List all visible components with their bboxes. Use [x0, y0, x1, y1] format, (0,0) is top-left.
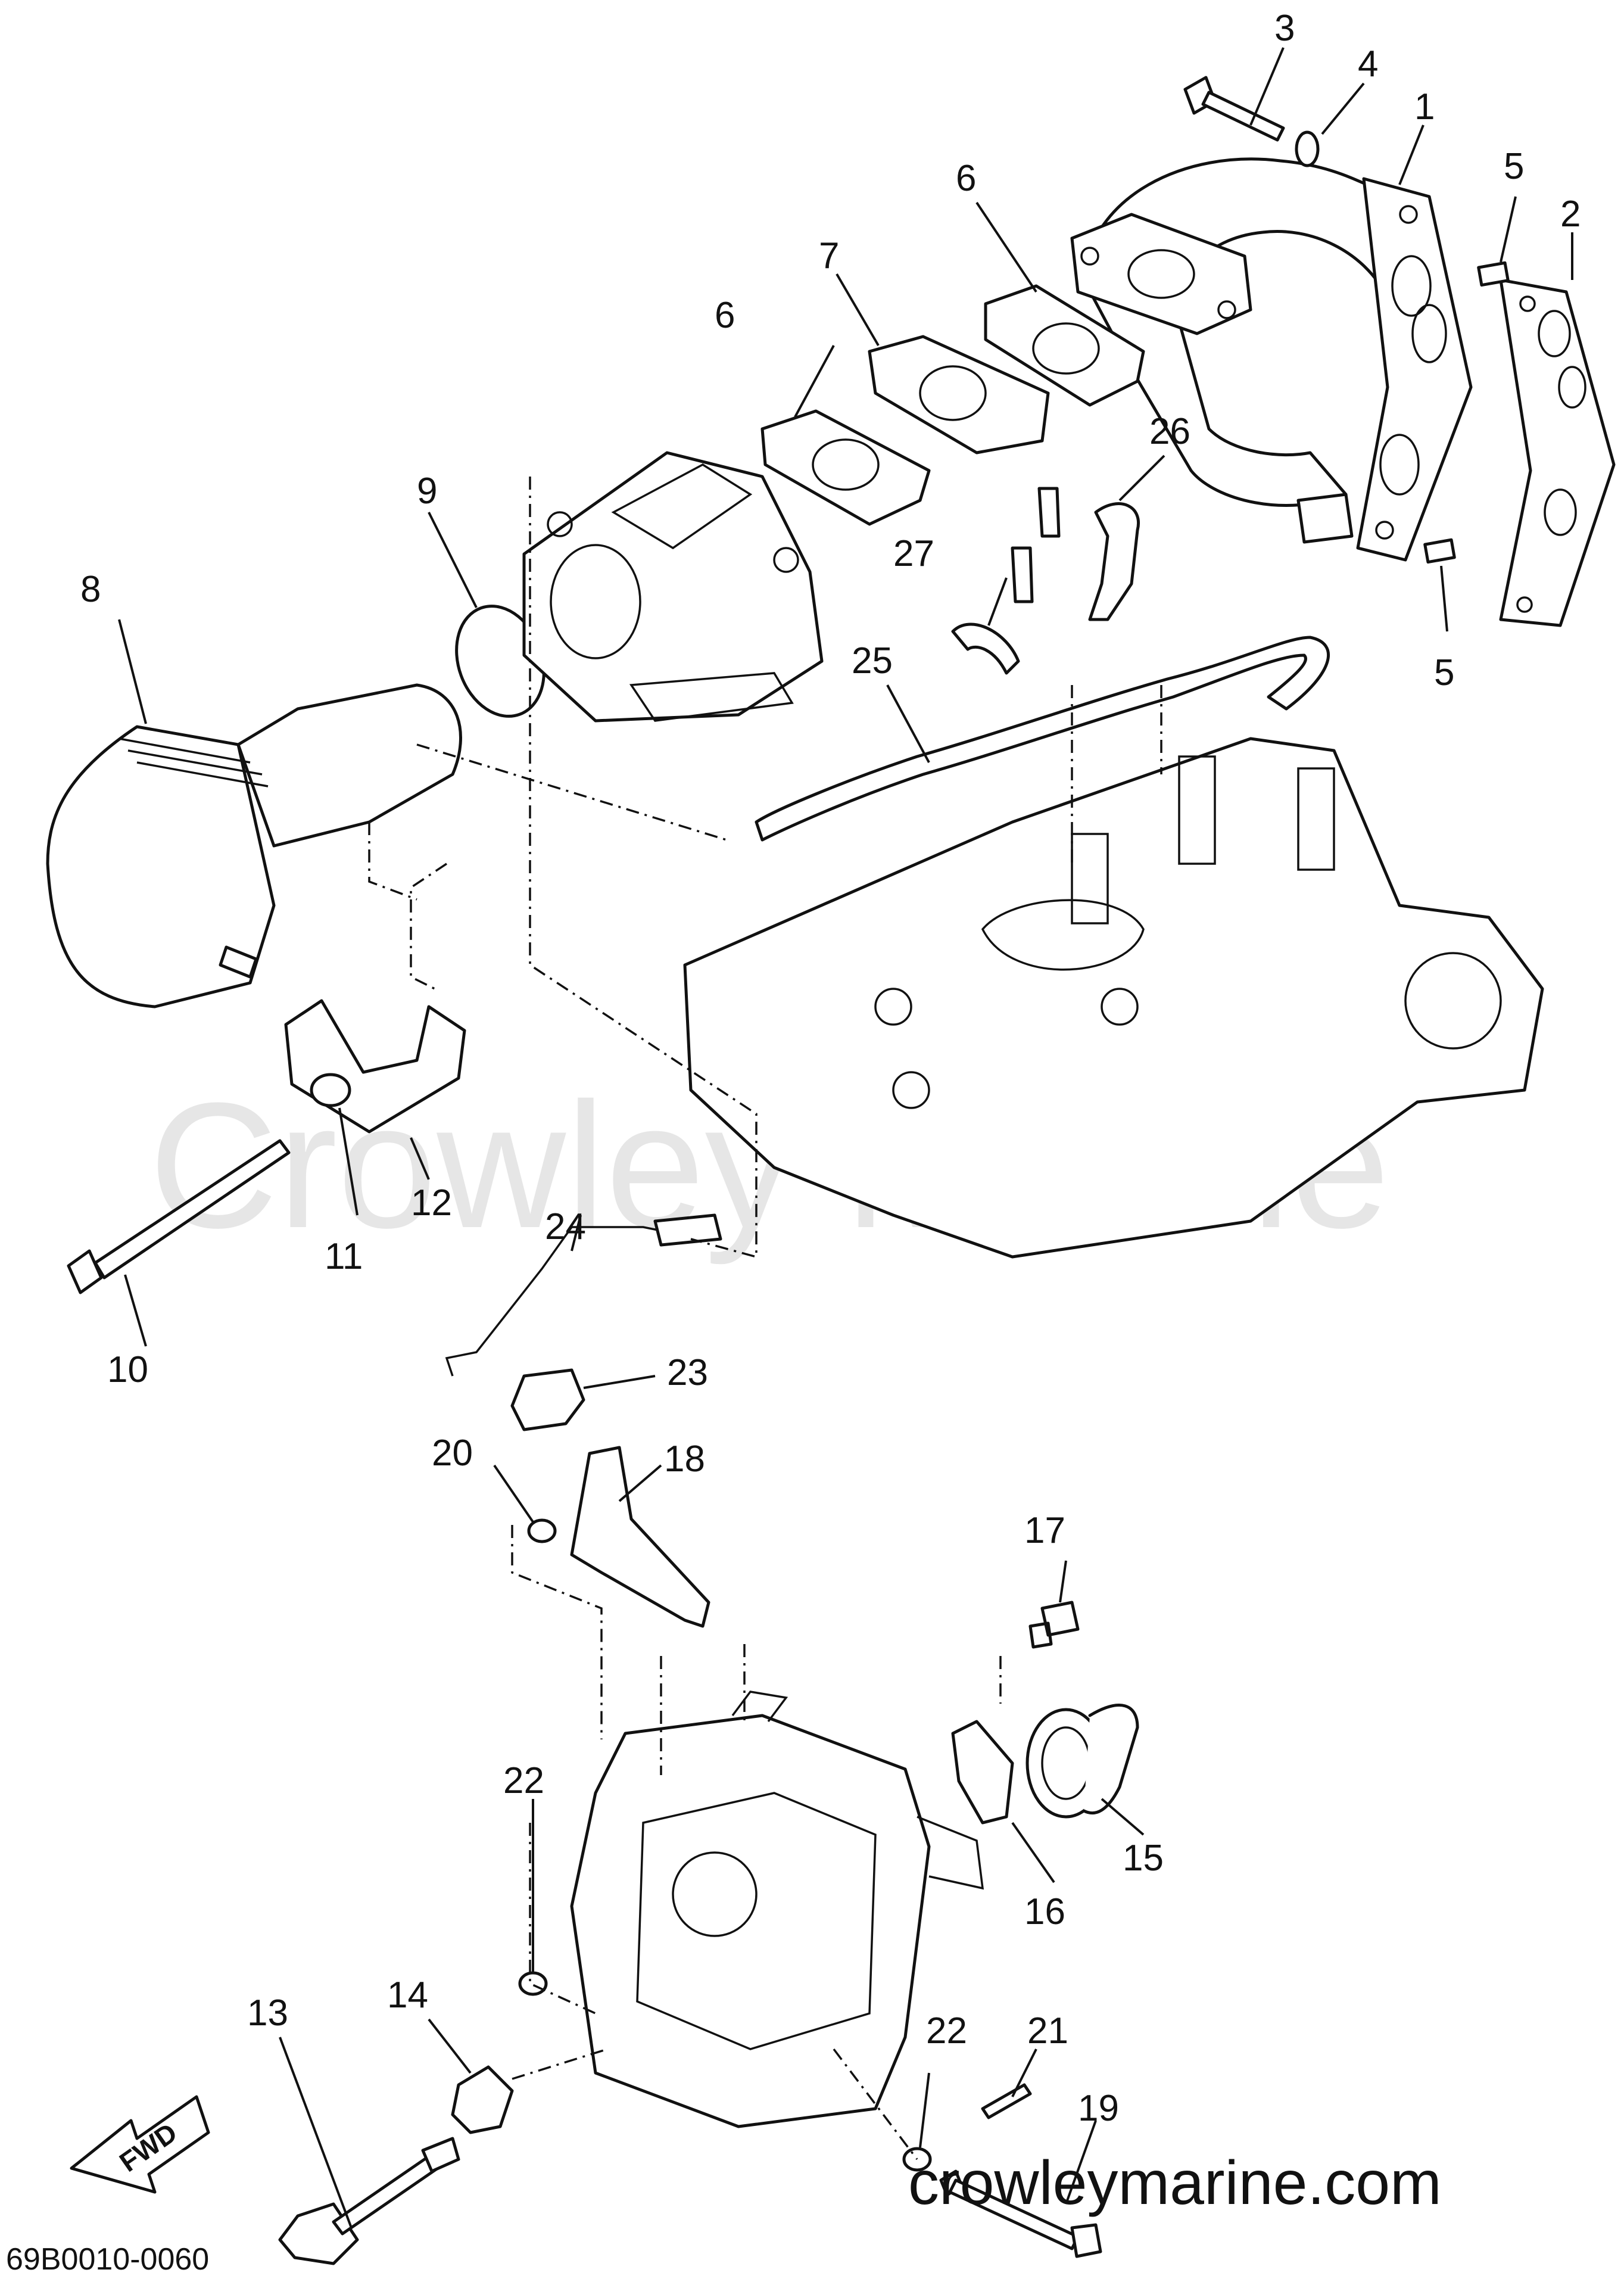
pin-21 — [981, 2083, 1032, 2119]
callout-9: 9 — [417, 471, 437, 512]
rod-clip — [510, 1368, 585, 1431]
gasket-6-upper — [984, 284, 1145, 407]
manifold-gasket — [1499, 278, 1616, 627]
callout-24: 24 — [545, 1206, 586, 1247]
fitting-gasket — [951, 1720, 1014, 1825]
callout-22a: 22 — [503, 1760, 544, 1801]
screw-17 — [1028, 1601, 1080, 1649]
callout-26: 26 — [1149, 411, 1190, 452]
callout-1: 1 — [1414, 86, 1435, 127]
alignment-lines — [368, 477, 1162, 2161]
callout-22b: 22 — [926, 2010, 967, 2051]
breather-hose — [755, 636, 1330, 842]
callout-17: 17 — [1024, 1510, 1065, 1551]
forward-direction-arrow: FWD — [70, 2095, 210, 2194]
intake-manifold — [1070, 157, 1473, 562]
carburetor — [522, 451, 824, 723]
website-label: crowleymarine.com — [908, 2149, 1442, 2218]
washer-22-upper — [518, 1971, 548, 1996]
callout-7: 7 — [819, 235, 839, 276]
callout-6a: 6 — [956, 158, 976, 199]
callout-11: 11 — [325, 1236, 363, 1277]
callout-27: 27 — [893, 533, 934, 574]
bolt-holder-upper — [1037, 487, 1061, 538]
callout-18: 18 — [664, 1439, 705, 1480]
bolt-19 — [939, 2169, 1102, 2258]
choke-knob — [278, 2137, 460, 2265]
crankcase — [683, 737, 1544, 1259]
washer-4 — [1295, 130, 1320, 167]
grommet — [310, 1073, 351, 1107]
callout-14: 14 — [387, 1975, 428, 2016]
choke-lever — [570, 1446, 710, 1628]
hose-holder — [1088, 502, 1140, 621]
dowel-pin-upper — [1477, 261, 1510, 287]
callout-25: 25 — [852, 640, 893, 681]
callout-20: 20 — [432, 1433, 473, 1474]
callout-5a: 5 — [1504, 146, 1524, 187]
choke-rod — [445, 1226, 703, 1377]
intake-fitting — [1025, 1704, 1139, 1819]
callout-15: 15 — [1123, 1838, 1164, 1879]
callout-numbers: 1 2 3 4 5 5 6 6 7 8 9 10 11 12 13 14 15 … — [80, 8, 1581, 2129]
bolt-10 — [67, 1139, 291, 1294]
choke-knob-holder — [451, 2065, 514, 2134]
callout-5b: 5 — [1434, 652, 1454, 693]
hose-clamp — [951, 622, 1020, 675]
silencer-case — [570, 1691, 984, 2128]
callout-10: 10 — [107, 1349, 148, 1390]
intake-silencer — [46, 683, 462, 1008]
callout-13: 13 — [247, 1993, 288, 2034]
dowel-pin-lower — [1423, 538, 1456, 564]
washer-20 — [527, 1518, 557, 1543]
callout-12: 12 — [411, 1182, 452, 1224]
callout-16: 16 — [1024, 1891, 1065, 1932]
callout-23: 23 — [667, 1352, 708, 1393]
diagram-code: 69B0010-0060 — [6, 2242, 209, 2277]
gasket-6-lower — [760, 409, 931, 526]
callout-19: 19 — [1078, 2088, 1119, 2129]
choke-rod-end — [653, 1213, 722, 1247]
callout-6b: 6 — [715, 295, 735, 336]
leader-lines — [118, 47, 1573, 2228]
callout-21: 21 — [1027, 2010, 1068, 2051]
callout-8: 8 — [80, 569, 101, 610]
carburetor-insulator — [868, 335, 1050, 454]
callout-3: 3 — [1274, 8, 1295, 49]
callout-2: 2 — [1560, 194, 1581, 235]
callout-4: 4 — [1358, 43, 1378, 85]
bolt-3 — [1183, 76, 1285, 142]
bolt-holder-lower — [1011, 546, 1034, 603]
